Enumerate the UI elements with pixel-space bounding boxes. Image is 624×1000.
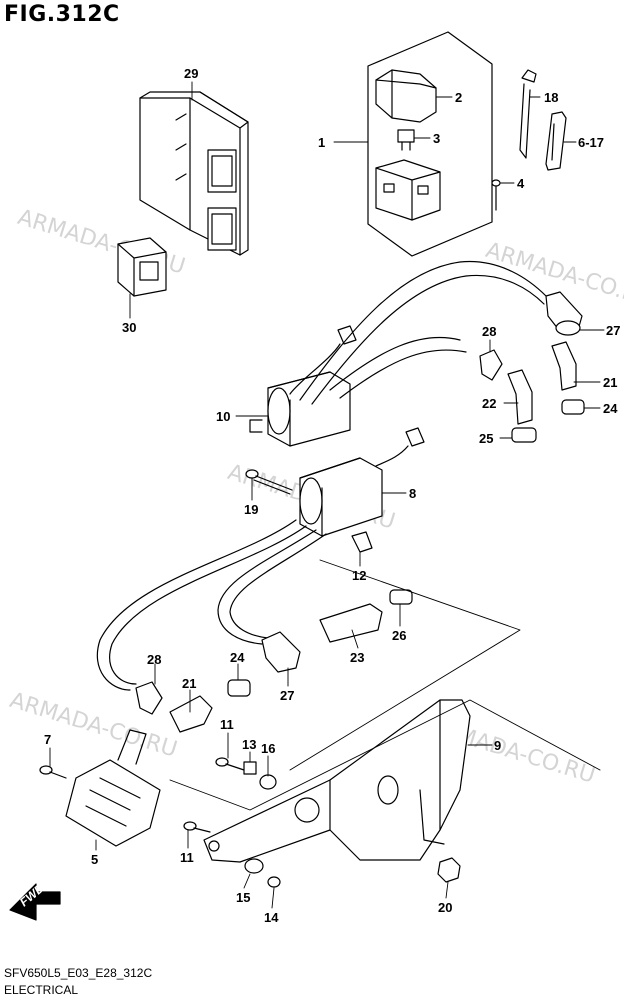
figure-title: FIG.312C <box>4 2 120 27</box>
cap-26 <box>389 589 413 605</box>
callout: 29 <box>184 66 198 81</box>
plug-cap-lower <box>261 631 301 673</box>
starter-relay <box>375 159 441 221</box>
callout: 9 <box>494 738 501 753</box>
callout: 25 <box>479 431 493 446</box>
callout: 13 <box>242 737 256 752</box>
bolt-11-lower <box>183 821 211 833</box>
plug-boot-23 <box>319 603 383 643</box>
collar-12 <box>351 531 373 553</box>
callout: 5 <box>91 852 98 867</box>
nut-20 <box>437 857 461 883</box>
callout: 16 <box>261 741 275 756</box>
callout: 14 <box>264 910 279 925</box>
callout: 8 <box>409 486 416 501</box>
bracket <box>203 699 471 863</box>
bolt-7 <box>39 765 67 779</box>
callout: 26 <box>392 628 406 643</box>
ignition-coil-lower <box>299 457 383 537</box>
callout: 23 <box>350 650 364 665</box>
cable-tie <box>519 69 537 159</box>
screw-4 <box>491 179 501 211</box>
plug-cap-upper <box>545 291 583 336</box>
grommet-upper <box>479 349 503 381</box>
fwd-arrow <box>9 883 61 921</box>
callout: 3 <box>433 131 440 146</box>
ecm-unit <box>139 91 249 256</box>
callout: 10 <box>216 409 230 424</box>
callout: 20 <box>438 900 452 915</box>
footer-code: SFV650L5_E03_E28_312C <box>4 966 153 980</box>
relay-group-frame <box>367 31 493 257</box>
callout: 24 <box>603 401 618 416</box>
cap-24-upper <box>561 399 585 415</box>
callout: 6-17 <box>578 135 604 150</box>
callout: 15 <box>236 890 250 905</box>
regulator-rectifier <box>65 729 161 847</box>
spacer-13 <box>243 761 257 775</box>
callout: 1 <box>318 135 325 150</box>
plug-boot <box>507 369 533 425</box>
cushion-16 <box>259 774 277 790</box>
boot-upper <box>551 341 577 391</box>
callout: 30 <box>122 320 136 335</box>
bolt-11-upper <box>215 757 245 771</box>
callout: 21 <box>182 676 196 691</box>
cushion-15 <box>244 858 264 874</box>
callout: 18 <box>544 90 558 105</box>
clamp <box>545 111 567 171</box>
coil-connector-lower <box>405 427 425 447</box>
callout: 27 <box>606 323 620 338</box>
callout: 4 <box>517 176 525 191</box>
callout: 28 <box>147 652 161 667</box>
collar-14 <box>267 876 281 888</box>
fuse <box>397 129 415 151</box>
grommet-lower <box>135 681 163 715</box>
callout: 27 <box>280 688 294 703</box>
callout: 2 <box>455 90 462 105</box>
cap-25 <box>511 427 537 443</box>
cap-24-lower <box>227 679 251 697</box>
coil-connector <box>337 325 357 345</box>
ignition-coil-upper <box>249 371 351 447</box>
callout: 11 <box>220 717 234 732</box>
boot-lower <box>169 695 213 733</box>
callout: 22 <box>482 396 496 411</box>
relay-cover <box>375 69 437 123</box>
callout: 12 <box>352 568 366 583</box>
callout: 19 <box>244 502 258 517</box>
callout: 24 <box>230 650 245 665</box>
callout: 21 <box>603 375 617 390</box>
callout: 7 <box>44 732 51 747</box>
bolt-19 <box>245 469 293 495</box>
callout: 28 <box>482 324 496 339</box>
relay-connector <box>117 237 167 297</box>
footer-name: ELECTRICAL <box>4 983 79 997</box>
callout: 11 <box>180 850 194 865</box>
